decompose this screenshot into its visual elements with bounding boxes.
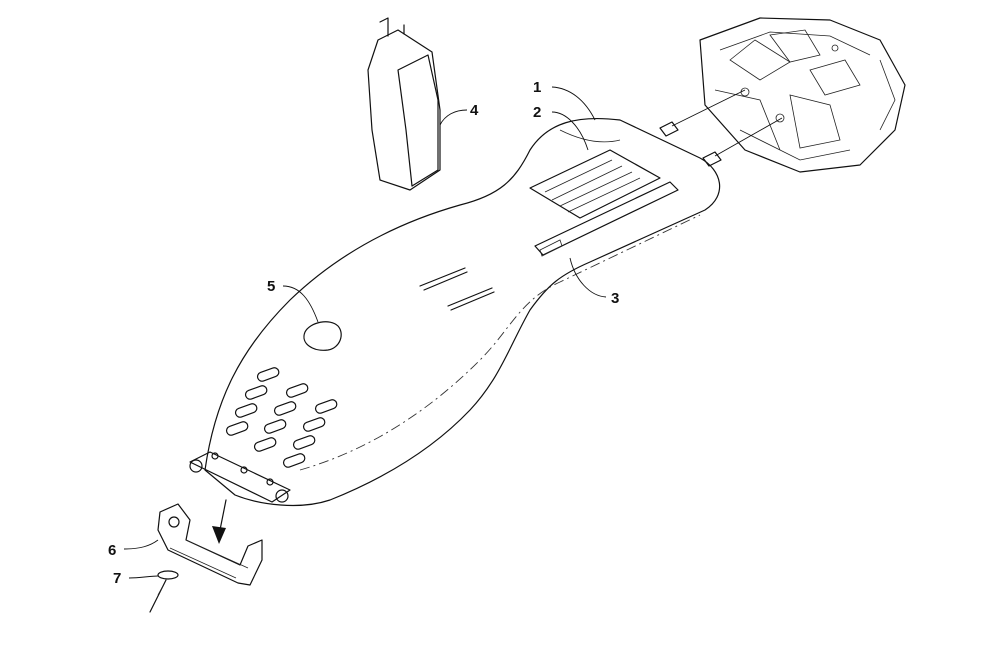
callout-2: 2 <box>533 104 541 121</box>
callout-3: 3 <box>611 290 619 307</box>
callout-5: 5 <box>267 278 275 295</box>
mounting-studs <box>659 89 783 167</box>
hinge-bar <box>189 451 291 503</box>
skid-plate <box>204 117 721 507</box>
callout-4: 4 <box>470 102 479 119</box>
mounting-bracket <box>157 503 263 586</box>
fastener <box>149 570 179 613</box>
sealant-patch <box>303 321 342 351</box>
callout-leaders <box>123 86 607 579</box>
callout-6: 6 <box>108 542 116 559</box>
guard-shield <box>367 17 441 191</box>
vent-slots <box>225 367 338 468</box>
engine-housing <box>699 17 906 173</box>
direction-arrow <box>212 499 227 544</box>
callout-1: 1 <box>533 79 541 96</box>
callout-7: 7 <box>113 570 121 587</box>
